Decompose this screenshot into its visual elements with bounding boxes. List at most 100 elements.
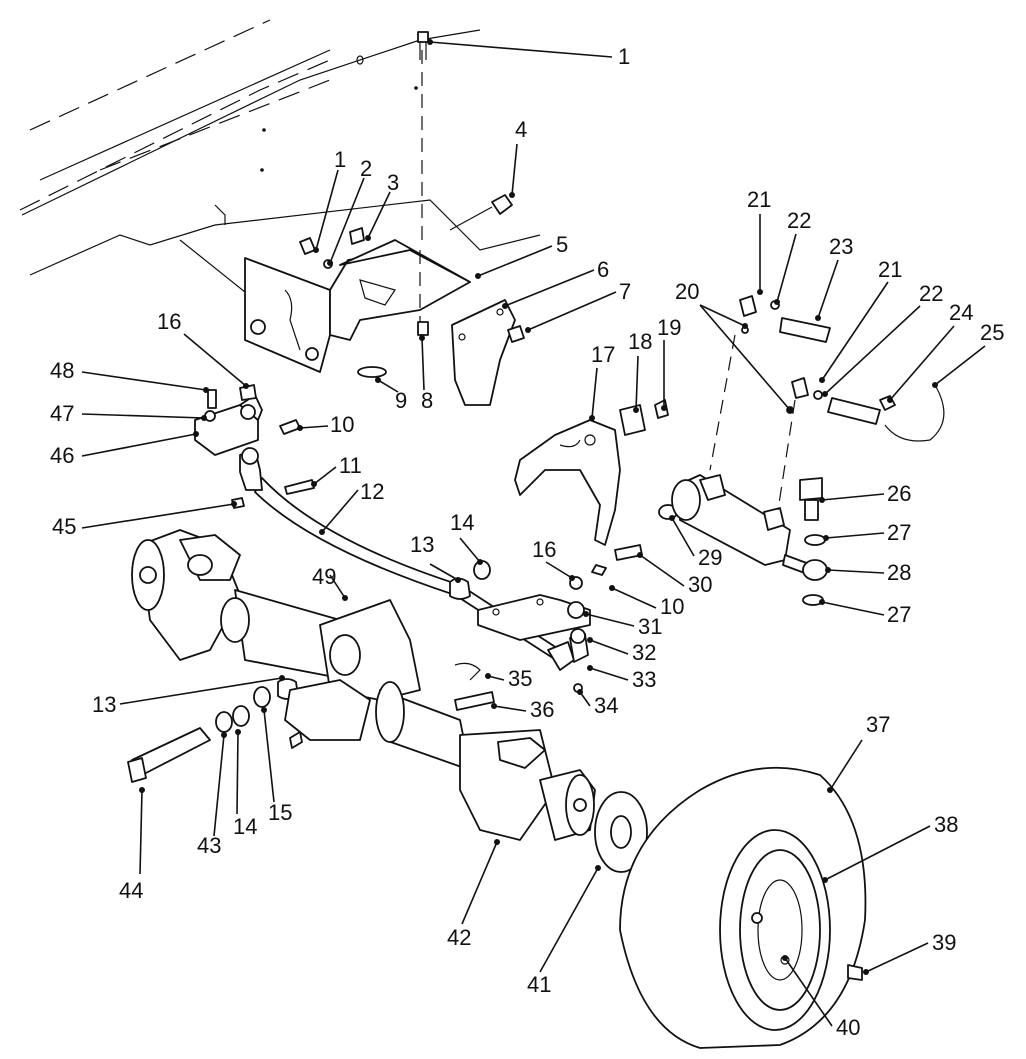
leader-line [527,291,617,331]
frame-outline [19,19,541,301]
leader-line [377,379,399,393]
pivot-pin [127,727,211,783]
leader-dot [569,575,575,581]
callout-23: 23 [829,234,853,259]
leader-line [459,537,481,563]
leader-dot [782,955,788,961]
callout-47: 47 [50,401,74,426]
leader-line [81,413,205,419]
leader-line [329,574,346,599]
leader-dot [477,559,483,565]
leader-line [461,841,498,925]
leader-dot [661,405,667,411]
callout-18: 18 [628,329,652,354]
leader-dot [583,611,589,617]
leader-line [817,259,839,319]
leader-line [477,245,553,277]
callout-22a: 22 [787,208,811,233]
callout-13b: 13 [92,692,116,717]
callout-26: 26 [887,481,911,506]
leader-dot [822,877,828,883]
leader-line [81,503,235,529]
leader-line [493,705,527,712]
callout-34: 34 [594,693,618,718]
leader-dot [139,787,145,793]
callout-32: 32 [632,640,656,665]
leader-dot [823,535,829,541]
callout-1a: 1 [618,44,630,69]
leader-dot [201,415,207,421]
callout-45: 45 [52,514,76,539]
leader-line [611,587,657,609]
leader-line [821,281,889,381]
leader-dot [235,729,241,735]
leader-dot [502,303,508,309]
leader-dot [589,415,595,421]
leader-line [865,942,929,973]
callout-10a: 10 [330,412,354,437]
leader-line [429,41,613,58]
leader-dot [669,515,675,521]
callout-41: 41 [527,972,551,997]
leader-line [589,667,629,681]
callout-13a: 13 [410,532,434,557]
leader-dot [509,192,515,198]
callout-9: 9 [395,388,407,413]
leader-dot [774,299,780,305]
callout-28: 28 [887,560,911,585]
leader-line [824,825,931,881]
bushings [215,560,491,733]
leader-dot [313,247,319,253]
callout-11: 11 [339,453,362,478]
callout-39: 39 [932,930,956,955]
leader-dot [932,382,938,388]
callout-7: 7 [619,279,631,304]
callout-49: 49 [312,564,336,589]
leader-dot [587,637,593,643]
callout-36: 36 [530,697,554,722]
leader-line [824,305,921,395]
leader-line [545,561,573,579]
leader-dot [742,323,748,329]
leader-dot [327,260,333,266]
callout-21b: 21 [878,257,902,282]
leader-line [821,601,885,616]
callout-35: 35 [508,666,532,691]
leader-dot [485,673,491,679]
left-pivot-bracket [194,384,263,456]
leader-line [776,233,797,303]
callout-17: 17 [591,342,615,367]
leader-dot [819,497,825,503]
leader-dot [577,689,583,695]
leader-dot [279,675,285,681]
leader-line [213,734,225,837]
leader-dot [243,383,249,389]
leader-line [821,493,885,501]
axle-assembly [131,529,596,841]
right-mount-plate [477,576,591,641]
leader-line [263,709,275,803]
leader-dot [819,599,825,605]
leader-dot [203,387,209,393]
leader-line [321,489,359,533]
callout-12: 12 [360,479,384,504]
callout-19: 19 [657,315,681,340]
leader-line [889,325,955,401]
leader-line [429,563,459,581]
callout-20: 20 [675,279,699,304]
leader-dot [827,787,833,793]
leader-line [315,169,339,251]
main-bracket [244,50,471,373]
leader-line [81,433,197,457]
leader-line [236,731,239,815]
hydraulic-cylinder [671,334,828,606]
leader-line [299,425,329,429]
leader-dot [342,595,348,601]
callout-24: 24 [949,300,973,325]
callout-25: 25 [980,320,1004,345]
tie-rod [231,419,607,693]
leader-line [313,466,337,485]
steering-bracket [514,399,678,561]
callout-29: 29 [698,545,722,570]
callout-4: 4 [515,117,527,142]
